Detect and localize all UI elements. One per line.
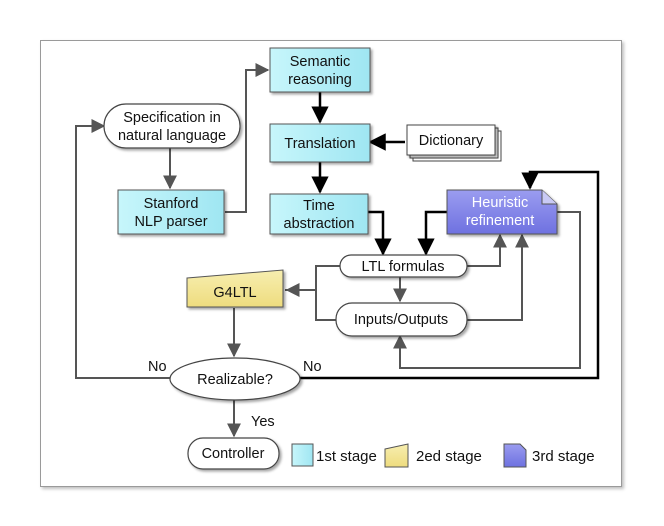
legend-swatch-stage3 <box>503 443 527 468</box>
edge-parser-to-semantic <box>225 63 270 213</box>
semantic-label-2: reasoning <box>288 72 352 88</box>
node-heuristic-refinement: Heuristic refinement <box>446 189 558 235</box>
g4ltl-label: G4LTL <box>213 285 256 301</box>
edge-heuristic-to-io <box>393 211 581 369</box>
edge-time-to-ltl <box>368 210 392 256</box>
node-g4ltl: G4LTL <box>186 269 284 308</box>
node-specification: Specification in natural language <box>103 103 241 149</box>
node-stanford-parser: Stanford NLP parser <box>117 189 225 235</box>
realizable-label: Realizable? <box>197 372 273 388</box>
time-label-1: Time <box>303 198 335 214</box>
legend-label-stage1: 1st stage <box>316 448 377 465</box>
legend-swatch-stage1 <box>291 443 314 467</box>
translation-label: Translation <box>284 136 355 152</box>
edge-label-no-right: No <box>303 359 322 375</box>
legend-swatch-stage2 <box>384 443 409 468</box>
edge-label-yes: Yes <box>251 414 275 430</box>
legend-label-stage2: 2ed stage <box>416 448 482 465</box>
edge-label-no-left: No <box>148 359 167 375</box>
ltl-label: LTL formulas <box>362 259 445 275</box>
parser-label-2: NLP parser <box>134 214 207 230</box>
node-translation: Translation <box>269 123 371 163</box>
semantic-label-1: Semantic <box>290 54 350 70</box>
legend-label-stage3: 3rd stage <box>532 448 595 465</box>
node-inputs-outputs: Inputs/Outputs <box>335 302 468 337</box>
node-dictionary: Dictionary <box>406 124 502 162</box>
io-label: Inputs/Outputs <box>354 312 448 328</box>
node-realizable: Realizable? <box>169 357 301 401</box>
time-label-2: abstraction <box>284 216 355 232</box>
edge-heuristic-to-ltl <box>417 210 447 256</box>
parser-label-1: Stanford <box>144 196 199 212</box>
edges <box>75 63 600 438</box>
dictionary-label: Dictionary <box>419 133 484 149</box>
node-controller: Controller <box>187 437 280 470</box>
edge-ltl-io-to-g4ltl <box>285 265 340 321</box>
node-ltl-formulas: LTL formulas <box>339 254 468 278</box>
edge-ltl-to-heuristic <box>467 233 507 267</box>
edge-realizable-no-to-spec <box>75 119 170 379</box>
controller-label: Controller <box>202 446 265 462</box>
legend: 1st stage 2ed stage 3rd stage <box>291 443 595 468</box>
heuristic-label-2: refinement <box>466 213 535 229</box>
edge-realizable-no-to-heuristic <box>300 170 600 380</box>
node-semantic-reasoning: Semantic reasoning <box>269 47 371 93</box>
heuristic-label-1: Heuristic <box>472 195 528 211</box>
specification-label-1: Specification in <box>123 110 221 126</box>
edge-io-to-heuristic <box>467 233 529 321</box>
node-time-abstraction: Time abstraction <box>269 193 369 235</box>
specification-label-2: natural language <box>118 128 226 144</box>
